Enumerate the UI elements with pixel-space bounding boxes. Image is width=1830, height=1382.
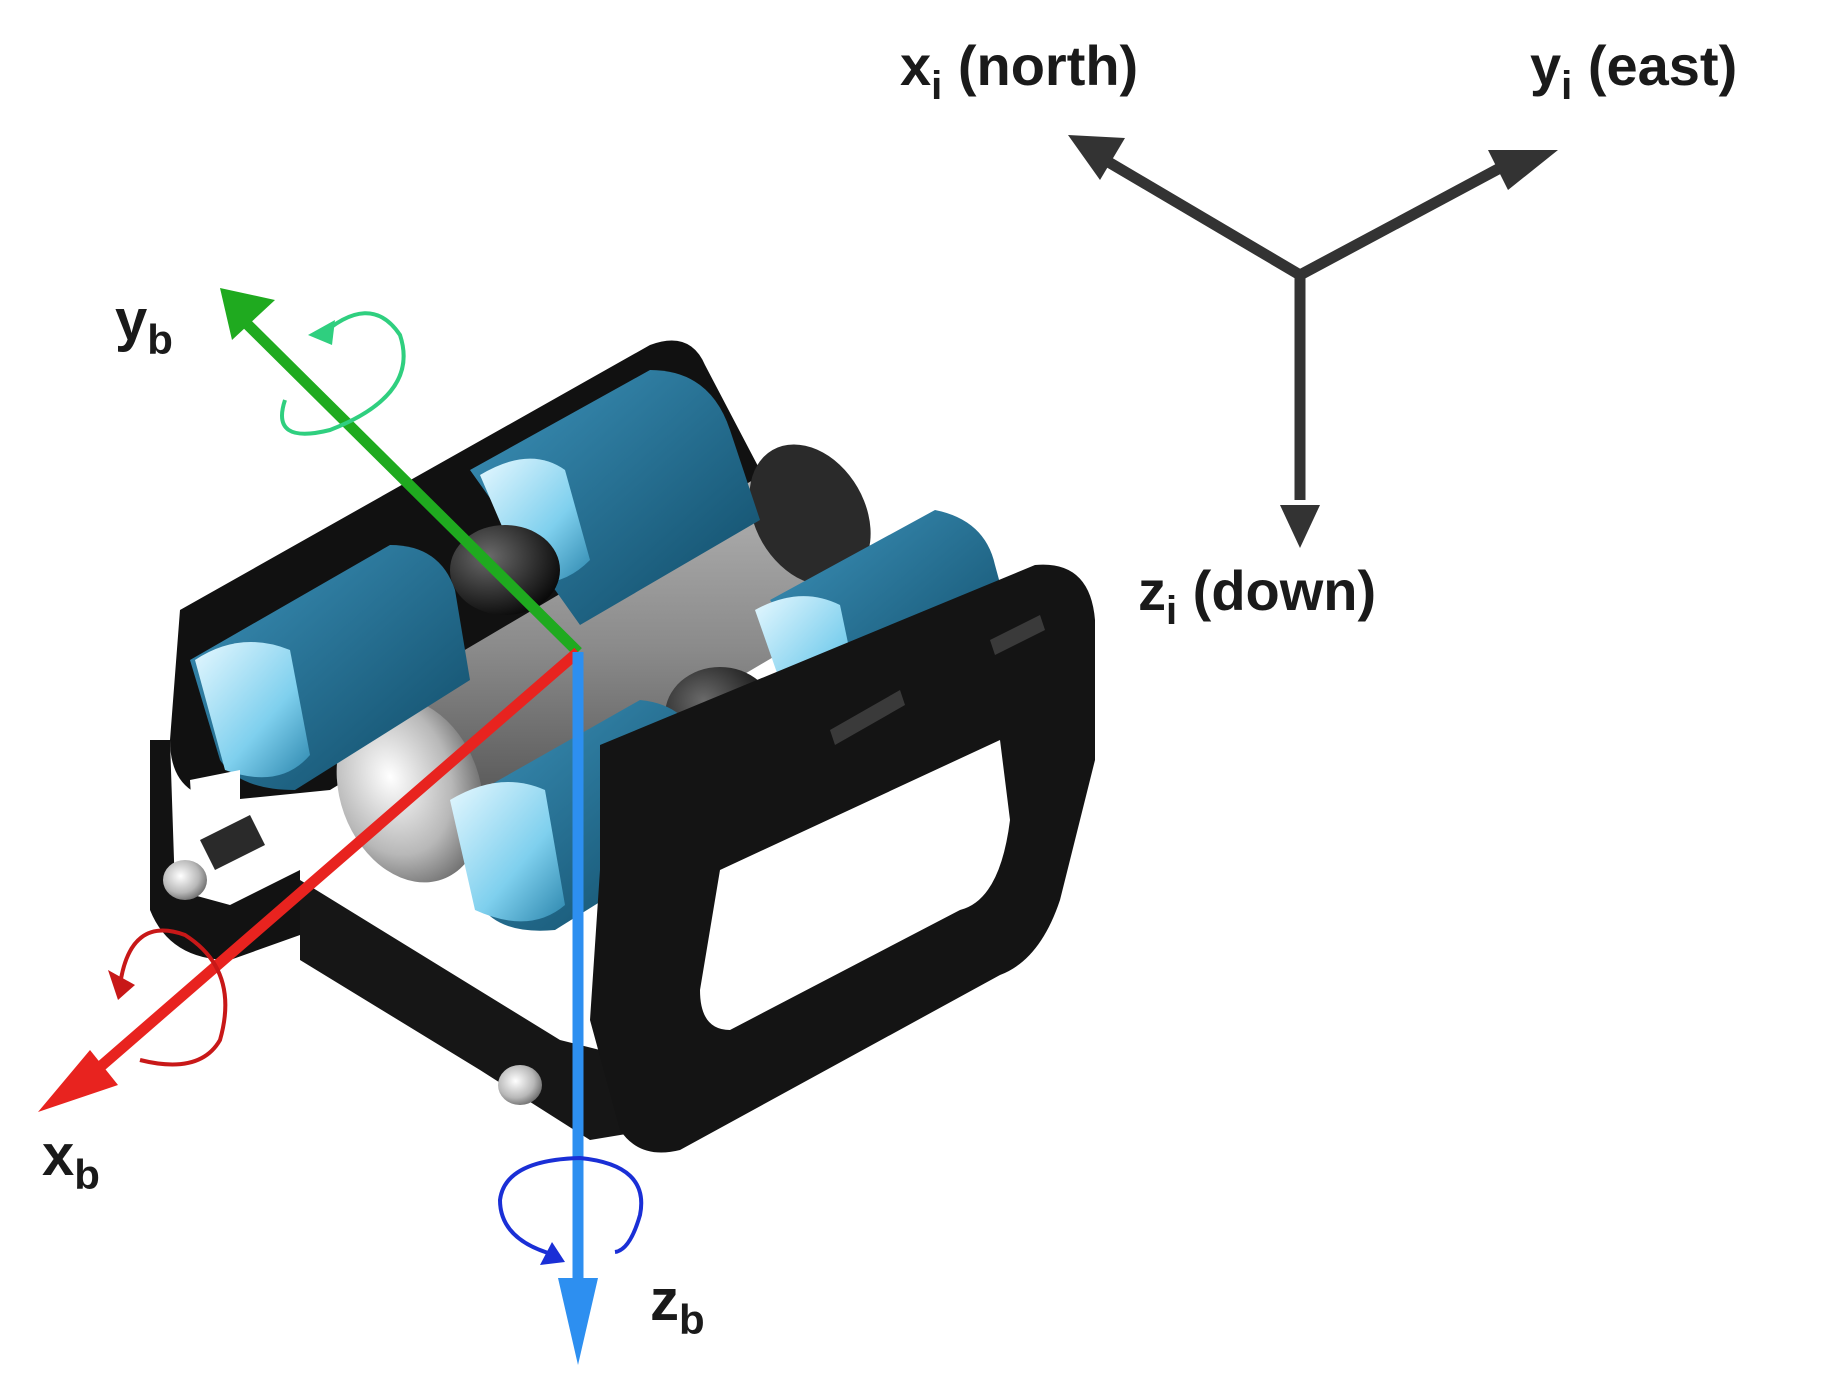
inertial-frame: xi (north) yi (east) zi (down) <box>900 34 1737 633</box>
rov-thruster-front-right-cap <box>450 782 565 922</box>
inertial-x-axis-label: xi (north) <box>900 34 1138 108</box>
inertial-x-axis-arrowhead <box>1068 135 1125 180</box>
inertial-z-axis-label: zi (down) <box>1138 559 1376 633</box>
rov-hull-back-cap <box>749 444 871 586</box>
rov-thruster-front-left-cap <box>195 642 310 778</box>
rov-bottom-skid <box>300 880 650 1140</box>
rov-vehicle <box>150 340 1095 1153</box>
body-z-axis-label: zb <box>650 1268 705 1343</box>
body-y-axis-label: yb <box>115 288 173 363</box>
body-z-rotation-arrowhead <box>540 1242 565 1265</box>
body-frame: yb xb zb <box>38 288 705 1365</box>
rov-right-frame-slot-mid <box>830 690 905 745</box>
body-y-axis-arrowhead <box>220 288 275 340</box>
inertial-x-axis-line <box>1102 155 1303 280</box>
rov-right-frame-cutout <box>700 740 1010 1030</box>
body-x-axis-arrowhead <box>38 1050 118 1112</box>
body-z-rotation-arrow <box>497 1155 644 1257</box>
body-x-rotation-arrow <box>118 928 228 1067</box>
rov-camera <box>200 815 265 870</box>
body-x-axis-label: xb <box>42 1123 100 1198</box>
rov-right-frame-slot-top <box>990 615 1045 655</box>
body-y-axis-line <box>241 318 582 656</box>
rov-light-left <box>163 860 207 900</box>
rov-thruster-rear-left-cap <box>480 458 590 583</box>
body-x-axis-line <box>81 647 582 1085</box>
rov-front-frame-left <box>150 740 300 960</box>
inertial-y-axis-line <box>1297 163 1503 280</box>
inertial-z-axis-arrowhead <box>1280 505 1320 548</box>
body-z-axis-arrowhead <box>558 1278 598 1365</box>
body-y-rotation-arrowhead <box>308 320 335 345</box>
body-y-rotation-arrow <box>280 311 406 436</box>
body-x-rotation-arrowhead <box>108 970 135 1000</box>
inertial-y-axis-arrowhead <box>1488 150 1558 190</box>
inertial-y-axis-label: yi (east) <box>1530 34 1737 108</box>
rov-hull <box>380 470 870 830</box>
rov-light-bottom <box>498 1065 542 1105</box>
